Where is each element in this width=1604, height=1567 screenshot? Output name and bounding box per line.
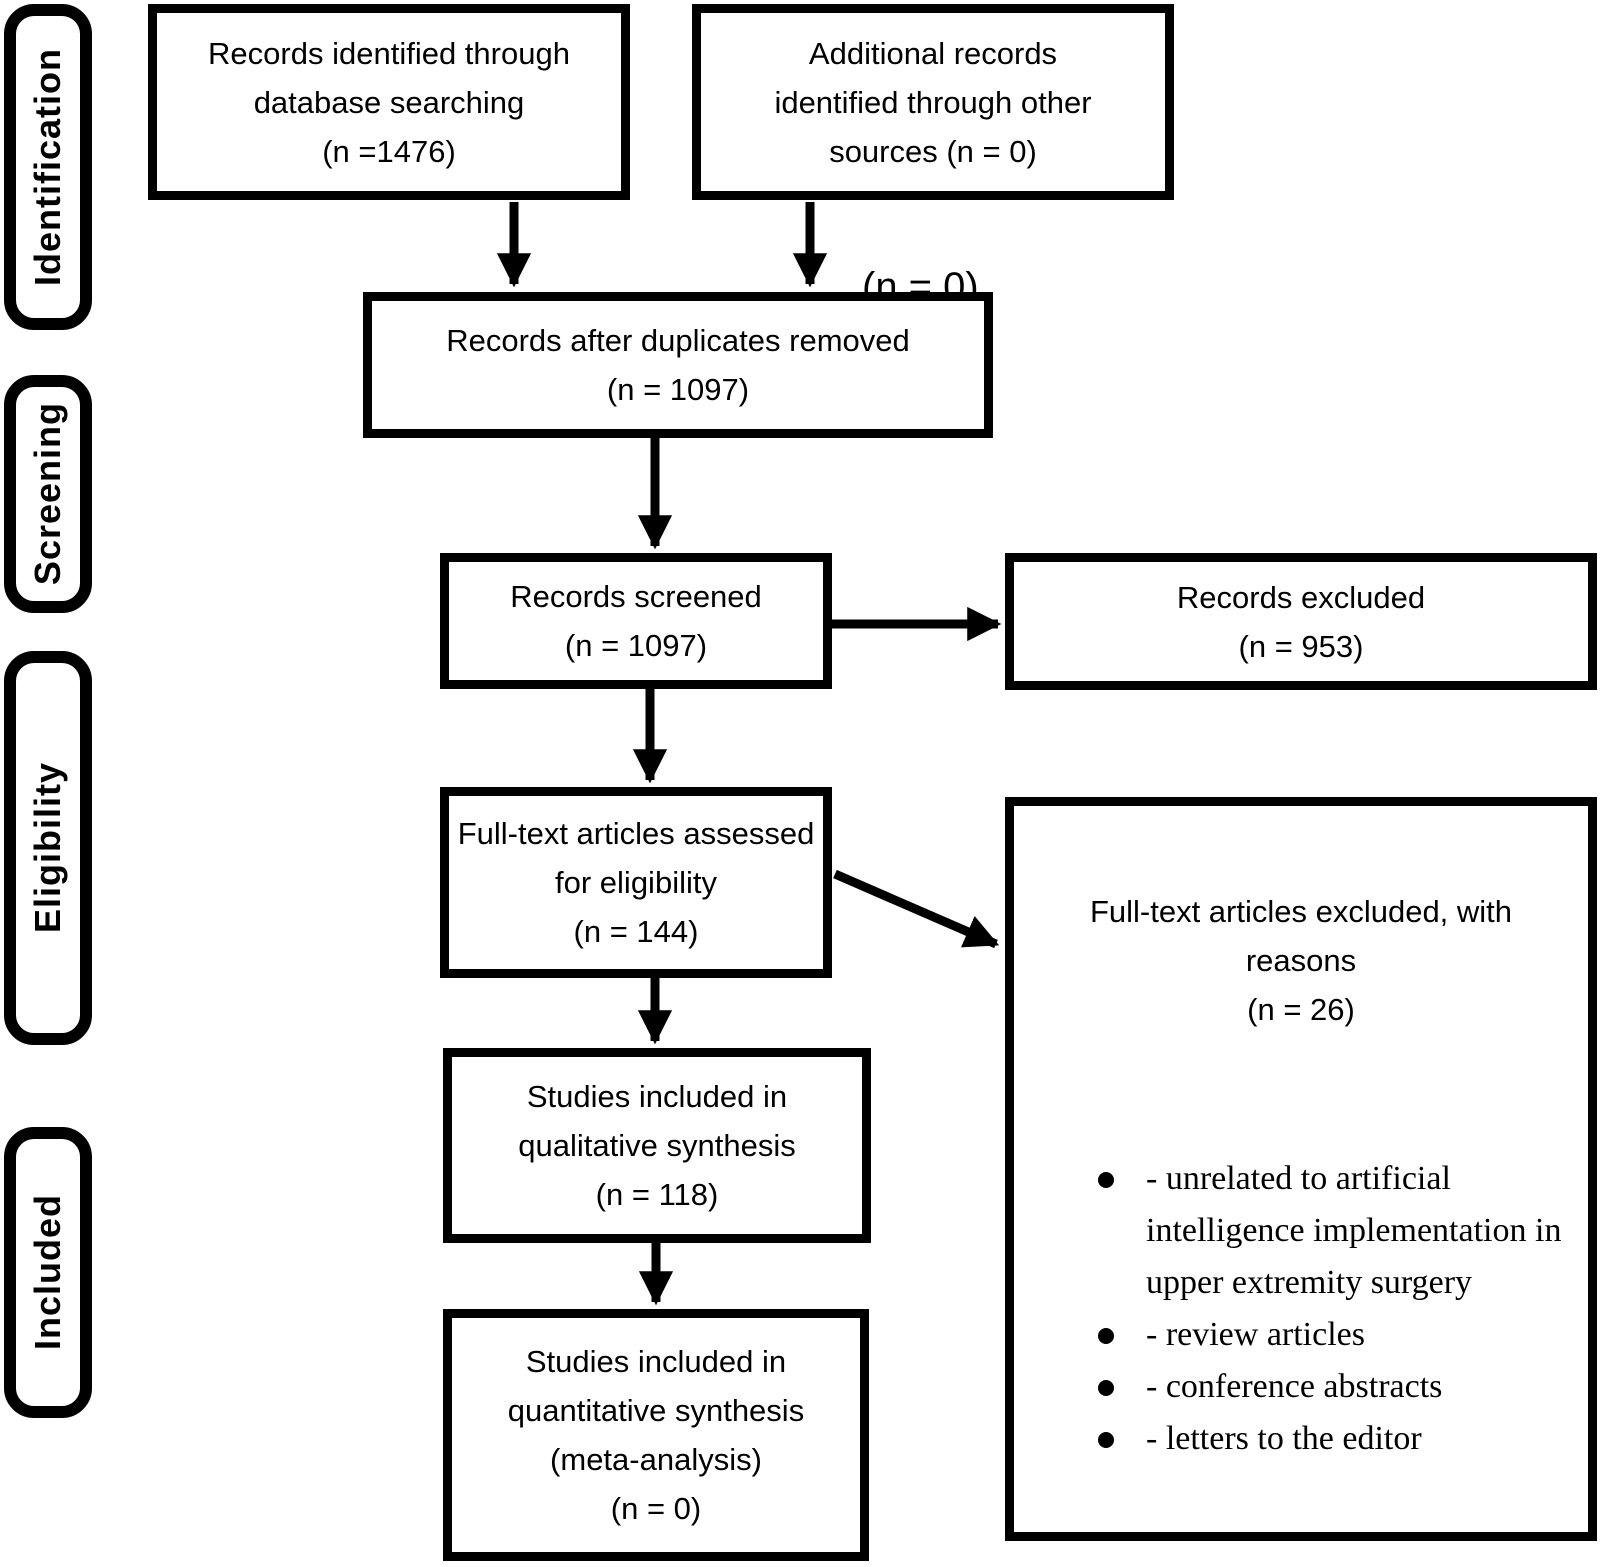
stage-eligibility: Eligibility (4, 651, 92, 1045)
stage-included-label: Included (27, 1194, 68, 1351)
stage-screening-label: Screening (27, 402, 68, 586)
fulltext-excluded-title: Full-text articles excluded, with reason… (1089, 894, 1513, 1027)
exclusion-reason-item: - review articles (1094, 1309, 1571, 1361)
clipped-text-artifact-label: (n = 0) (862, 265, 979, 292)
box-quantitative-synthesis: Studies included in quantitative synthes… (443, 1309, 869, 1561)
box-records-identified: Records identified through database sear… (148, 4, 630, 200)
box-records-screened: Records screened (n = 1097) (440, 553, 832, 689)
box-additional-records: Additional records identified through ot… (692, 4, 1174, 200)
exclusion-reason-item: - letters to the editor (1094, 1413, 1571, 1465)
box-qualitative-synthesis: Studies included in qualitative synthesi… (443, 1048, 871, 1243)
box-records-after-duplicates: Records after duplicates removed (n = 10… (363, 292, 993, 438)
stage-eligibility-label: Eligibility (27, 762, 68, 934)
stage-included: Included (4, 1127, 92, 1418)
stage-identification-label: Identification (27, 48, 68, 286)
exclusion-reason-item: - unrelated to artificial intelligence i… (1094, 1153, 1571, 1309)
exclusion-reasons-list: - unrelated to artificial intelligence i… (1094, 1153, 1588, 1465)
stage-identification: Identification (4, 4, 92, 330)
box-fulltext-excluded: Full-text articles excluded, with reason… (1005, 797, 1597, 1541)
clipped-text-artifact: (n = 0) (862, 264, 1002, 292)
stage-screening: Screening (4, 375, 92, 613)
arrow-fulltext-to-ftexcluded-icon (833, 869, 1000, 949)
box-records-excluded: Records excluded (n = 953) (1005, 553, 1597, 690)
exclusion-reason-item: - conference abstracts (1094, 1361, 1571, 1413)
box-fulltext-assessed: Full-text articles assessed for eligibil… (440, 787, 832, 978)
